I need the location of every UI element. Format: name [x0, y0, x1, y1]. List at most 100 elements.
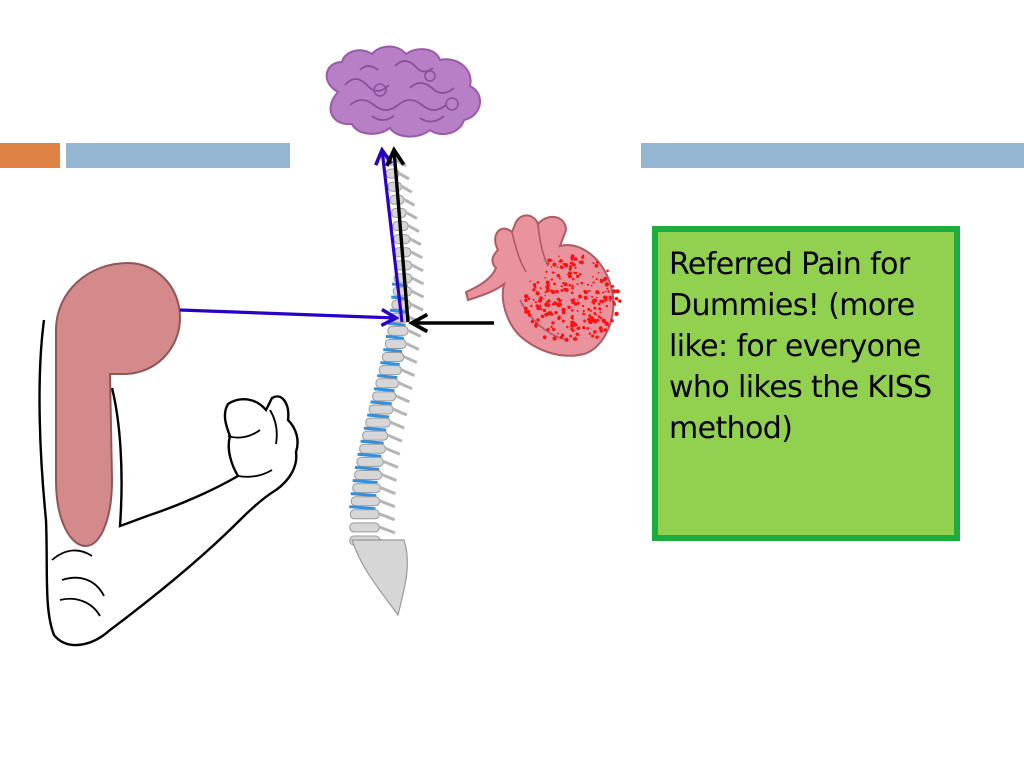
pain-dot — [534, 322, 538, 326]
pain-dot — [563, 263, 569, 268]
pain-dot — [559, 259, 563, 263]
pain-dot — [599, 311, 602, 314]
spinal-disc — [354, 465, 380, 471]
pain-dot — [544, 302, 549, 307]
pain-dot — [571, 309, 574, 312]
pain-dot — [587, 317, 591, 321]
pain-dot — [570, 291, 574, 295]
spine-to-brain-arrow-black — [394, 150, 410, 323]
spinal-disc — [373, 387, 395, 393]
pain-dot — [594, 263, 599, 268]
pain-dot — [570, 316, 574, 320]
pain-dot — [573, 271, 576, 274]
pain-dot — [558, 255, 560, 257]
pain-dot — [553, 282, 556, 286]
pain-dot — [524, 298, 528, 302]
pain-dot — [567, 305, 569, 308]
vertebra — [365, 417, 391, 428]
spinal-disc — [380, 361, 400, 367]
pain-dot — [567, 271, 573, 276]
pain-dot — [592, 276, 594, 278]
pain-dot — [590, 316, 593, 319]
pain-dot — [596, 260, 599, 264]
pain-dot — [586, 283, 589, 286]
pain-dot — [559, 265, 564, 269]
pain-dot — [550, 265, 553, 268]
pain-dot — [571, 286, 574, 290]
pain-dot — [552, 262, 557, 267]
vertebra-process — [403, 355, 418, 364]
vertebra-process — [378, 525, 396, 535]
pain-dot — [591, 334, 595, 338]
vertebra — [368, 404, 394, 415]
pain-dot — [595, 313, 598, 316]
spinal-disc — [366, 413, 390, 419]
pain-dot — [556, 297, 561, 301]
pain-dot — [578, 273, 582, 276]
pain-dot — [527, 297, 531, 301]
pain-dot — [547, 288, 550, 291]
pain-dot — [561, 333, 565, 337]
vertebra — [392, 286, 412, 297]
pain-dot — [601, 299, 605, 303]
pain-dot — [558, 300, 561, 303]
pain-dot — [556, 273, 561, 278]
pain-dot — [598, 307, 602, 311]
pain-dot — [576, 274, 580, 278]
pain-dot — [557, 302, 562, 307]
pain-dot — [534, 301, 537, 304]
nerve-arrows — [179, 150, 494, 323]
pain-dot — [575, 332, 579, 336]
pain-dot — [576, 283, 579, 285]
pain-dot — [527, 309, 530, 312]
pain-dot — [545, 301, 548, 303]
pain-dot — [555, 289, 559, 294]
pain-dot — [530, 304, 533, 308]
pain-dot — [596, 318, 600, 322]
vertebra-process — [387, 433, 403, 443]
pain-dot — [524, 306, 528, 311]
vertebra-process — [389, 420, 405, 430]
pain-dot — [576, 309, 579, 312]
spinal-disc — [385, 334, 405, 340]
pain-dot — [576, 299, 579, 301]
pain-dot — [556, 266, 559, 269]
pain-dot — [611, 284, 615, 288]
pain-dot — [584, 290, 589, 294]
pain-dot — [597, 271, 600, 274]
pain-dot — [558, 277, 561, 280]
pain-dot — [568, 267, 572, 271]
pain-dot — [566, 325, 569, 329]
pain-dot — [591, 295, 594, 298]
pain-dot — [560, 285, 563, 288]
pain-dot — [535, 304, 539, 308]
pain-dot — [570, 298, 574, 302]
pain-dot — [570, 254, 575, 258]
pain-dot — [576, 326, 581, 331]
note-text: Referred Pain for Dummies! (more like: f… — [669, 247, 932, 446]
spinal-disc — [387, 321, 406, 327]
pain-dot — [579, 260, 584, 265]
pain-dot — [580, 281, 584, 285]
pain-dot — [582, 254, 585, 257]
pain-dot — [593, 330, 597, 334]
pain-dot — [593, 306, 597, 310]
pain-dot — [588, 332, 592, 335]
pain-dot — [570, 320, 575, 325]
pain-dot — [560, 289, 564, 292]
pain-dot — [599, 278, 603, 282]
pain-dot — [539, 287, 542, 290]
pain-dot — [588, 321, 591, 324]
pain-dot — [610, 296, 613, 299]
spinal-disc — [370, 400, 392, 406]
note-box: Referred Pain for Dummies! (more like: f… — [652, 226, 960, 541]
pain-dot — [572, 298, 576, 301]
pain-dot — [581, 304, 585, 308]
spinal-disc — [349, 505, 376, 511]
arm-to-spine-arrow — [179, 310, 396, 318]
vertebra — [381, 352, 405, 363]
vertebra — [349, 522, 380, 533]
vertebra — [359, 443, 386, 454]
vertebra-process — [410, 289, 425, 299]
spine-icon — [349, 155, 425, 617]
